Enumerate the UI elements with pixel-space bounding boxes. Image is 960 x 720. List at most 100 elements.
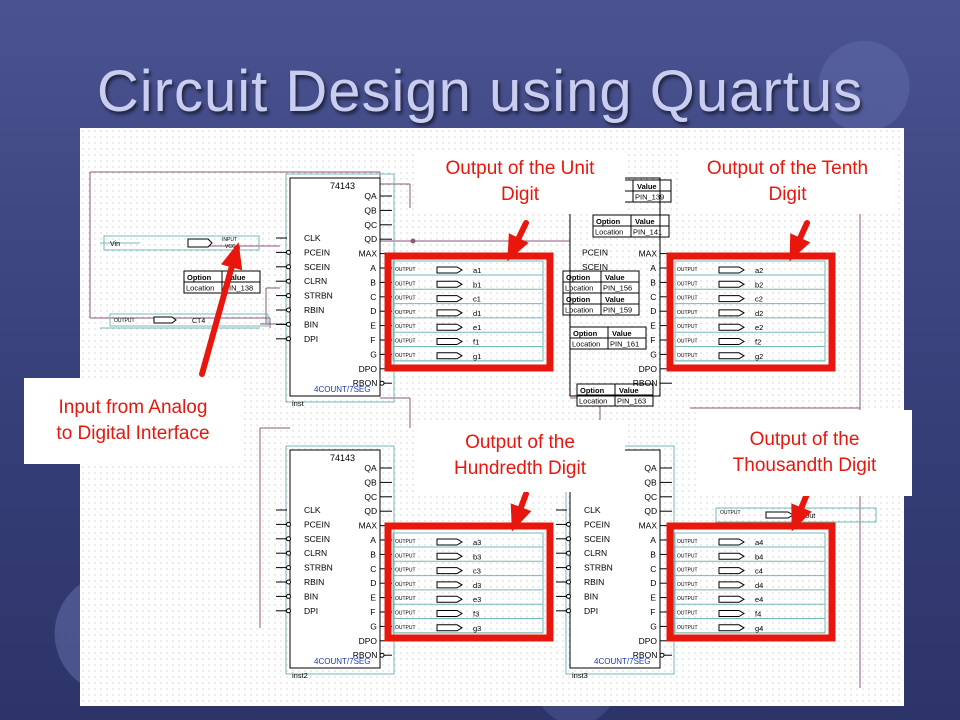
- chip-output-pin: MAX: [359, 521, 378, 531]
- chip-input-pin: DPI: [304, 606, 318, 616]
- output-tag: OUTPUT: [395, 611, 416, 617]
- chip-output-pin: MAX: [639, 249, 658, 259]
- arrow-head: [791, 503, 812, 532]
- inverted-pin-bubble: [566, 521, 571, 527]
- output-port-shape: [436, 552, 463, 560]
- inverted-pin-bubble: [286, 336, 291, 342]
- chip-input-pin: SCEIN: [304, 262, 330, 272]
- inverted-pin-bubble: [286, 321, 291, 327]
- output-signal-label: c2: [755, 295, 763, 304]
- vin-label: Vin: [110, 241, 120, 248]
- output-port-shape: [436, 595, 463, 603]
- pin-value: PIN_138: [224, 284, 253, 293]
- chip-output-pin: RBON: [353, 650, 378, 660]
- output-signal-label: f2: [755, 338, 761, 347]
- pin-value: PIN_159: [603, 306, 632, 315]
- output-tag: OUTPUT: [677, 339, 698, 345]
- chip-output-pin: B: [370, 549, 376, 559]
- chip-input-pin: BIN: [584, 591, 598, 601]
- inverted-pin-bubble: [566, 536, 571, 542]
- output-port-shape: [436, 352, 463, 360]
- value-header: Value: [605, 273, 625, 282]
- chip-input-pin: DPI: [584, 606, 598, 616]
- output-tag: OUTPUT: [720, 510, 741, 516]
- slide-title: Circuit Design using Quartus: [96, 59, 864, 124]
- inverted-pin-bubble: [286, 565, 291, 571]
- output-port-shape: [718, 338, 745, 345]
- location-label: Location: [595, 228, 623, 237]
- output-signal-label: e4: [755, 595, 763, 604]
- output-tag: OUTPUT: [395, 568, 416, 574]
- chip-input-pin: RBIN: [584, 577, 604, 587]
- output-port-shape: [436, 610, 463, 617]
- value-header: Value: [637, 182, 657, 191]
- arrow-adc-input: [199, 242, 243, 377]
- chip-frame: [285, 445, 395, 675]
- chip-output-pin: B: [370, 277, 376, 287]
- callout-thousandth-digit: Output of the Thousandth Digit: [697, 410, 912, 496]
- inverted-pin-bubble: [566, 608, 571, 614]
- chip-output-pin: C: [650, 564, 656, 574]
- output-signal-label: e1: [473, 323, 481, 332]
- chip-part-label: 74143: [330, 181, 355, 191]
- output-port-shape: [436, 266, 463, 274]
- chip-input-pin: STRBN: [304, 563, 333, 573]
- value-header: Value: [612, 329, 632, 338]
- chip-body: [289, 449, 381, 669]
- highlight-unit-digit: [384, 252, 554, 372]
- output-port-shape: [153, 316, 177, 324]
- chip-type-label: 4COUNT/7SEG: [314, 657, 370, 666]
- inverted-pin-bubble: [659, 652, 665, 658]
- output-tag: OUTPUT: [677, 353, 698, 359]
- arrow-hundredth-digit: [510, 491, 532, 532]
- output-signal-label: c3: [473, 567, 481, 576]
- output-signal-label: a4: [755, 538, 763, 547]
- junction-dot: [410, 238, 416, 244]
- arrow-head: [789, 233, 811, 262]
- option-header: Option: [573, 329, 598, 338]
- chip-input-pin: RBIN: [304, 577, 324, 587]
- output-port-shape: [718, 352, 745, 360]
- chip-output-pin: D: [370, 306, 376, 316]
- inverted-pin-bubble: [566, 565, 571, 571]
- output-port-shape: [436, 309, 463, 317]
- output-tag: OUTPUT: [395, 596, 416, 602]
- chip-output-pin: B: [650, 277, 656, 287]
- value-header: Value: [635, 217, 655, 226]
- inverted-pin-bubble: [286, 249, 291, 255]
- output-signal-label: b1: [473, 280, 481, 289]
- output-port-shape: [718, 581, 745, 589]
- output-tag: OUTPUT: [677, 568, 698, 574]
- output-port-shape: [436, 538, 463, 546]
- highlight-tenth-digit: [666, 252, 836, 372]
- chip-output-pin: B: [650, 549, 656, 559]
- chip-output-pin: E: [370, 593, 376, 603]
- output-port-shape: [436, 295, 463, 303]
- chip-output-pin: D: [650, 578, 656, 588]
- output-tag: OUTPUT: [395, 267, 416, 273]
- pin-value: PIN_161: [610, 340, 639, 349]
- option-header: Option: [566, 273, 591, 282]
- output-tag: OUTPUT: [677, 553, 698, 559]
- chip-output-pin: DPO: [639, 364, 658, 374]
- inverted-pin-bubble: [286, 550, 291, 556]
- output-signal-label: a1: [473, 266, 481, 275]
- output-port-shape: [436, 624, 463, 632]
- chip-type-label: 4COUNT/7SEG: [314, 385, 370, 394]
- tout-label: Tout: [802, 513, 815, 520]
- output-signal-label: c4: [755, 567, 763, 576]
- value-header: Value: [226, 273, 246, 282]
- output-port-shape: [718, 538, 745, 546]
- inverted-pin-bubble: [566, 550, 571, 556]
- output-port-shape: [718, 567, 745, 575]
- output-tag: OUTPUT: [677, 267, 698, 273]
- inverted-pin-bubble: [286, 293, 291, 299]
